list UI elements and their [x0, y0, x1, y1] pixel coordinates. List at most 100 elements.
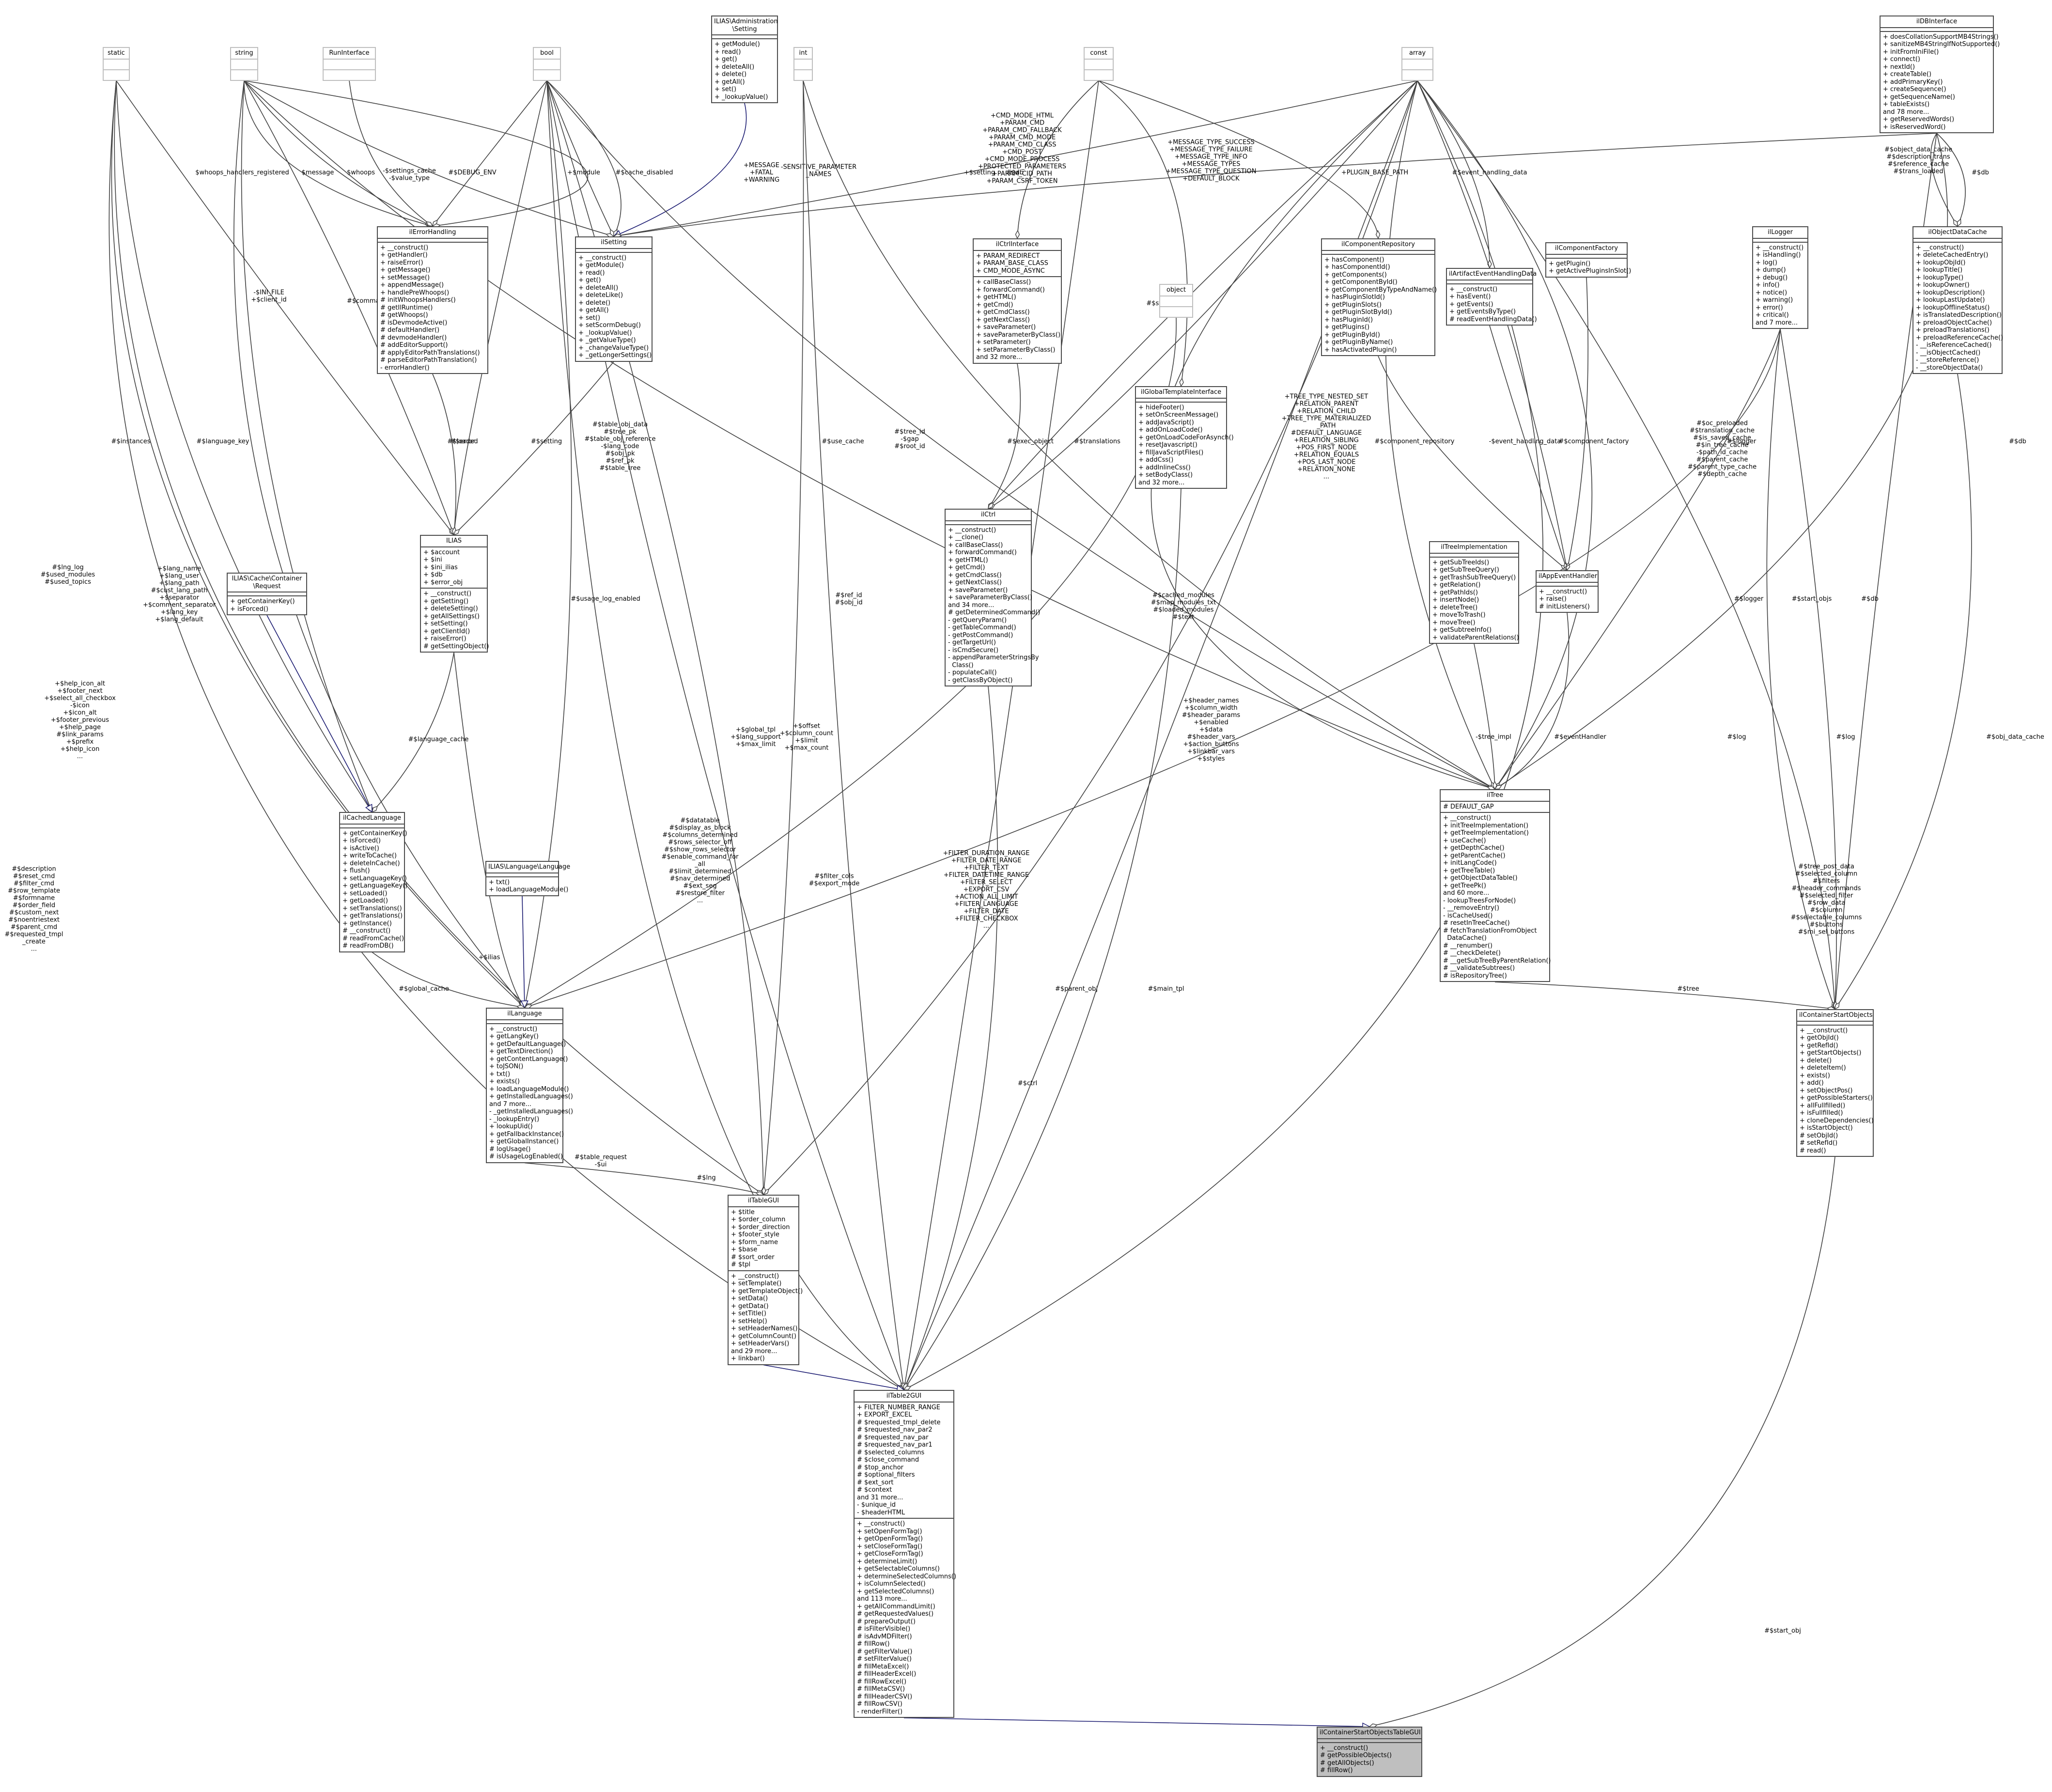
attribute: + $form_name — [731, 1238, 778, 1246]
class-title: string — [231, 48, 257, 60]
method: # fillHeaderExcel() — [857, 1670, 917, 1678]
method: + dump() — [1756, 266, 1786, 274]
method: + tableExists() — [1883, 101, 1930, 108]
attribute: + $order_direction — [731, 1223, 790, 1231]
method: + getPossibleStarters() — [1800, 1094, 1873, 1102]
method: + setTitle() — [731, 1310, 766, 1317]
method: # read() — [1800, 1147, 1826, 1154]
method: + set() — [578, 314, 601, 322]
class-methods — [231, 70, 257, 80]
edge-label: #$object_data_cache#$description_trans#$… — [1884, 146, 1952, 175]
method: - __storeReference() — [1916, 357, 1979, 364]
edge-label: #$log — [1727, 733, 1746, 741]
association-edge — [233, 80, 525, 1008]
method: + getPlugin() — [1549, 260, 1591, 267]
association-edge — [1766, 328, 1835, 1010]
association-edge — [1494, 982, 1835, 1010]
method: + getOnLoadCodeForAsynch() — [1138, 434, 1234, 441]
edge-label: +MESSAGE+FATAL+WARNING — [744, 162, 779, 184]
method: + lookupOfflineStatus() — [1916, 304, 1990, 312]
method: + writeToCache() — [342, 852, 397, 859]
method: + lookupObjId() — [1916, 259, 1966, 266]
method: # getFilterValue() — [857, 1648, 913, 1655]
method: # isRepositoryTree() — [1443, 972, 1507, 980]
class-title: ILIAS\Cache\Container \Request — [228, 574, 306, 592]
method: + __construct() — [857, 1520, 905, 1527]
method: + __construct() — [578, 254, 627, 262]
aggregation-diamond — [987, 502, 994, 510]
aggregation-diamond — [1375, 230, 1381, 239]
method: # applyEditorPathTranslations() — [380, 349, 480, 357]
class-title: ilComponentFactory — [1546, 243, 1627, 255]
association-edge — [116, 80, 373, 812]
method: + add() — [1800, 1079, 1824, 1087]
class-title: ilCtrl — [946, 510, 1031, 521]
edge-label: +$offset+$column_count+$limit+$max_count — [780, 723, 833, 752]
inheritance-arrowhead — [520, 1000, 529, 1009]
method: + read() — [715, 48, 741, 56]
aggregation-diamond — [1953, 219, 1958, 227]
class-attributes: + $account+ $ini+ $ini_ilias+ $db+ $erro… — [421, 547, 487, 589]
method: + __construct() — [1800, 1027, 1848, 1034]
method: + setHelp() — [731, 1317, 767, 1325]
class-title: ilSetting — [576, 237, 652, 249]
class-cachedlanguage: ilCachedLanguage+ getContainerKey()+ isF… — [339, 812, 407, 952]
method: + getRefId() — [1800, 1042, 1838, 1049]
attribute: # $requested_nav_par — [857, 1434, 929, 1441]
method: # setObjId() — [1800, 1132, 1838, 1139]
class-title: ilLogger — [1753, 227, 1807, 239]
method: + getModule() — [715, 41, 760, 48]
class-attributes — [1318, 1739, 1421, 1743]
method: + deleteInCache() — [342, 859, 400, 867]
class-attributes — [1430, 554, 1518, 558]
class-iltree: ilTree# DEFAULT_GAP+ __construct()+ init… — [1440, 789, 1551, 982]
association-edge — [1489, 325, 1568, 571]
class-errorhandling: ilErrorHandling+ __construct()+ getHandl… — [377, 226, 488, 374]
class-ctrlinterface: ilCtrlInterface+ PARAM_REDIRECT+ PARAM_B… — [973, 238, 1062, 364]
method: + initLangCode() — [1443, 859, 1497, 867]
method: # fillMetaExcel() — [857, 1663, 909, 1670]
association-edge — [241, 80, 373, 812]
class-methods — [1402, 70, 1432, 80]
class-string: string — [230, 47, 258, 81]
method: and 34 more... — [948, 601, 995, 609]
class-appevent: ilAppEventHandler+ __construct()+ raise(… — [1536, 570, 1599, 613]
class-artifactevent: ilArtifactEventHandlingData+ __construct… — [1446, 268, 1537, 326]
method: + exists() — [1800, 1072, 1830, 1079]
method: + getFallbackInstance() — [489, 1130, 564, 1138]
method: + getPluginByName() — [1324, 339, 1393, 346]
class-methods: + __construct()+ getObjId()+ getRefId() +… — [1797, 1026, 1874, 1156]
method: + deleteAll() — [578, 284, 619, 292]
method: + getObjId() — [1800, 1034, 1839, 1042]
method: + sanitizeMB4StringIfNotSupported() — [1883, 41, 2000, 48]
method: + lookupOwner() — [1916, 281, 1970, 289]
method: + hasActivatedPlugin() — [1324, 346, 1397, 354]
method: + getPluginById() — [1324, 331, 1381, 339]
edge-label: #$ref_id#$obj_id — [835, 592, 862, 607]
association-edge — [803, 80, 904, 1390]
class-methods — [794, 70, 812, 80]
method: + createTable() — [1883, 71, 1932, 78]
method: + getTextDirection() — [489, 1048, 553, 1055]
aggregation-diamond — [1015, 230, 1020, 239]
method: # getRequestedValues() — [857, 1610, 934, 1618]
method: + getSubtreeInfo() — [1432, 626, 1492, 634]
method: + lookupTitle() — [1916, 266, 1963, 274]
edge-label: #$language_key — [197, 438, 249, 445]
aggregation-diamond — [1179, 377, 1184, 387]
class-methods: + __construct()+ __clone()+ callBaseClas… — [946, 525, 1040, 686]
method: + nextId() — [1883, 63, 1915, 71]
edge-label: #$instances — [111, 438, 150, 445]
method: - getClassByObject() — [948, 676, 1013, 684]
edge-label: #$translations — [1074, 438, 1120, 445]
association-edge — [546, 80, 904, 1390]
method: + set() — [715, 86, 737, 93]
method: and 113 more... — [857, 1595, 907, 1603]
method: - _lookupEntry() — [489, 1115, 540, 1123]
class-attributes — [487, 1020, 562, 1024]
method: + insertNode() — [1432, 596, 1479, 604]
attribute: # $selected_columns — [857, 1449, 925, 1456]
method: + setObjectPos() — [1800, 1087, 1853, 1094]
class-attributes — [228, 592, 306, 596]
class-attributes — [486, 873, 558, 877]
